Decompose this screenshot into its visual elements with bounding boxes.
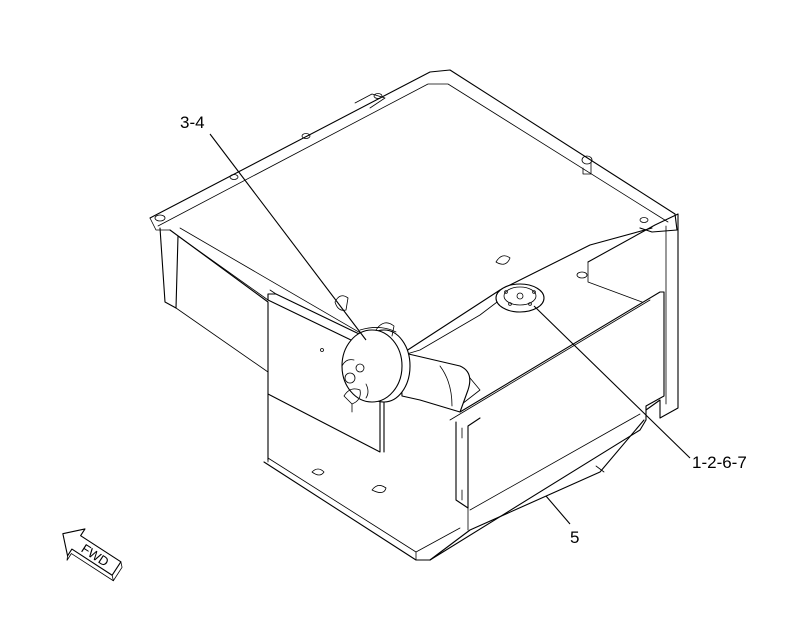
lid-flange bbox=[149, 69, 678, 233]
left-wall bbox=[169, 229, 269, 461]
filler-neck bbox=[399, 351, 471, 413]
sending-unit bbox=[495, 283, 545, 313]
left-flange bbox=[159, 227, 179, 309]
leader-1-2-6-7 bbox=[533, 305, 691, 459]
callout-1-2-6-7: 1-2-6-7 bbox=[692, 453, 747, 472]
lower-body bbox=[263, 419, 647, 561]
leader-3-4 bbox=[209, 133, 367, 341]
gauge-assembly bbox=[341, 322, 471, 413]
box-assembly bbox=[149, 69, 679, 561]
clips bbox=[311, 255, 511, 493]
callout-5: 5 bbox=[570, 528, 579, 547]
leader-5 bbox=[545, 495, 571, 525]
right-bracket bbox=[587, 213, 679, 419]
mounting-holes bbox=[154, 93, 649, 279]
front-panel bbox=[267, 299, 381, 453]
right-wall bbox=[459, 291, 665, 421]
direction-arrow-icon: FWD bbox=[62, 528, 123, 582]
callout-3-4: 3-4 bbox=[180, 113, 205, 132]
bottom-plate bbox=[429, 419, 645, 561]
leader-lines bbox=[209, 133, 691, 525]
top-front-edge bbox=[399, 227, 653, 356]
